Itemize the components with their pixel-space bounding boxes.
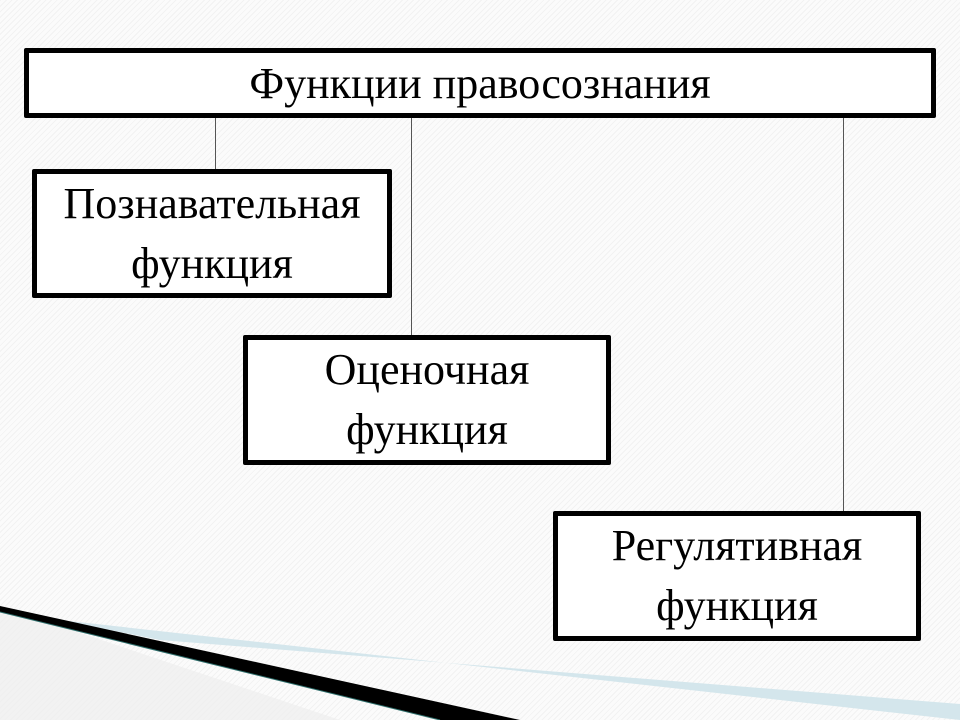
- node-label-line1: Познавательная: [63, 178, 361, 228]
- node-regulative-function: Регулятивная функция: [553, 511, 921, 641]
- connector-line-cognitive: [215, 118, 216, 170]
- node-label-line2: функция: [656, 581, 818, 630]
- connector-line-evaluative: [411, 118, 412, 336]
- node-cognitive-function: Познавательная функция: [32, 169, 392, 298]
- root-node-legal-consciousness-functions: Функции правосознания: [24, 48, 936, 118]
- node-label-line1: Оценочная: [324, 345, 530, 394]
- connector-line-regulative: [843, 118, 844, 512]
- root-node-title: Функции правосознания: [249, 59, 711, 108]
- node-label-line1: Регулятивная: [611, 521, 863, 570]
- node-evaluative-function: Оценочная функция: [243, 335, 611, 465]
- node-label-line2: функция: [346, 405, 508, 454]
- node-label-line2: функция: [131, 238, 293, 288]
